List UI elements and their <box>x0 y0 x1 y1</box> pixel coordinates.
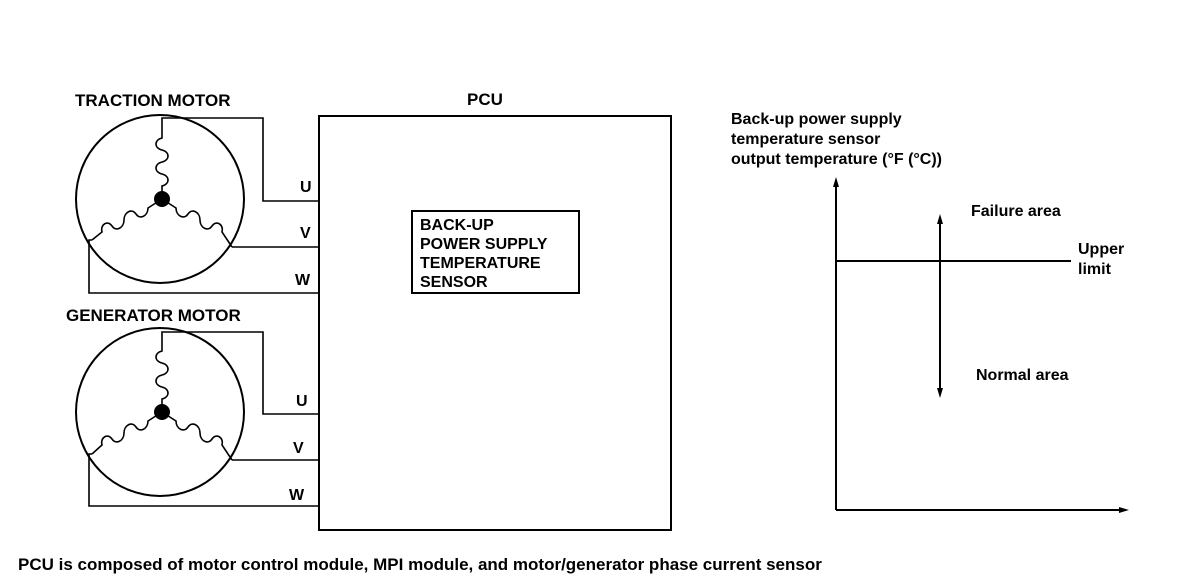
upper-limit-label-line-2: limit <box>1078 261 1112 278</box>
sensor-label-line-4: SENSOR <box>420 274 488 291</box>
generator-motor-winding-u <box>155 331 188 412</box>
backup-power-supply-temperature-sensor: BACK-UP POWER SUPPLY TEMPERATURE SENSOR <box>411 210 580 294</box>
generator-motor-label: GENERATOR MOTOR <box>66 306 241 325</box>
y-axis-label-line-2: temperature sensor <box>731 131 880 148</box>
generator-motor-circle <box>75 327 245 497</box>
traction-motor-circle <box>75 114 245 284</box>
sensor-label-line-3: TEMPERATURE <box>420 255 541 272</box>
generator-phase-w: W <box>289 487 305 504</box>
traction-motor-label: TRACTION MOTOR <box>75 91 231 110</box>
generator-w-wire <box>88 453 319 507</box>
generator-u-wire <box>188 331 319 415</box>
sensor-box <box>411 210 580 294</box>
normal-area-label: Normal area <box>976 367 1069 384</box>
traction-phase-u: U <box>300 179 312 196</box>
traction-w-wire <box>88 239 319 294</box>
generator-phase-u: U <box>296 393 308 410</box>
traction-motor-winding-w <box>91 198 163 241</box>
generator-motor: GENERATOR MOTOR U V W <box>66 306 319 507</box>
pcu-label: PCU <box>467 90 503 109</box>
pcu: PCU BACK-UP POWER SUPPLY TEMPERATURE SEN… <box>318 90 672 531</box>
temperature-graph: Back-up power supply temperature sensor … <box>731 111 1129 513</box>
traction-motor-winding-u <box>155 117 188 199</box>
pcu-box <box>318 115 672 531</box>
upper-limit-label-line-1: Upper <box>1078 241 1124 258</box>
generator-motor-winding-w <box>91 411 163 455</box>
generator-motor-winding-v <box>161 411 233 461</box>
y-axis-label-line-3: output temperature (°F (°C)) <box>731 151 942 168</box>
generator-phase-v: V <box>293 440 304 457</box>
sensor-label-line-2: POWER SUPPLY <box>420 236 548 253</box>
traction-motor-winding-v <box>161 198 233 248</box>
y-axis-label-line-1: Back-up power supply <box>731 111 902 128</box>
traction-phase-w: W <box>295 272 311 289</box>
traction-motor: TRACTION MOTOR U V W <box>75 91 319 294</box>
traction-u-wire <box>188 117 319 202</box>
failure-area-label: Failure area <box>971 203 1061 220</box>
sensor-label-line-1: BACK-UP <box>420 217 494 234</box>
caption: PCU is composed of motor control module,… <box>18 555 822 574</box>
traction-phase-v: V <box>300 225 311 242</box>
